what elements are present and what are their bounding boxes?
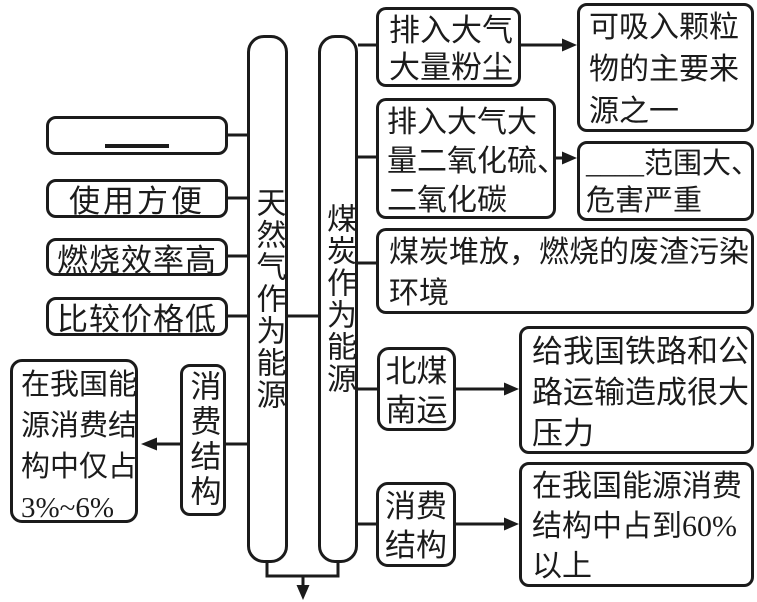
text-line: 路运输造成很大 [532, 375, 749, 410]
box-north-coal-south-transport: 北煤 南运 [377, 347, 456, 431]
box-label: 比较价格低 [57, 302, 217, 337]
text-line: 在我国能源消费 [532, 470, 742, 503]
arrow-dust-to-inhalable [520, 38, 577, 52]
arrow-consumption-to-coal-share [455, 517, 519, 531]
box-gas-advantage-blank: ____ [46, 116, 228, 155]
box-so2-co2-emission: 排入大气大 量二氧化硫、 二氧化碳 [376, 98, 567, 219]
box-gas-consumption-structure: 消费结构 [180, 364, 226, 516]
text-line: 以上 [532, 550, 592, 583]
text-line: ____范围大、 [586, 148, 757, 180]
fill-in-blank: ____ [105, 144, 169, 148]
text-line: 可吸入颗粒 [589, 11, 739, 44]
text-line: 南运 [385, 393, 448, 428]
box-inhalable-particles-source: 可吸入颗粒 物的主要来 源之一 [577, 3, 754, 132]
box-label: 使用方便 [69, 184, 205, 219]
bar-natural-gas-as-energy: 天然气作为能源 [247, 35, 288, 563]
text-line: 在我国能 [21, 369, 138, 401]
box-dust-emission: 排入大气 大量粉尘 [376, 7, 521, 87]
arrow-transport-to-pressure [455, 382, 519, 396]
text-line: 物的主要来 [589, 53, 739, 86]
arrow-to-gas-share [141, 437, 180, 451]
text-line: 北煤 [385, 354, 448, 389]
text-line: 结构中占到60% [532, 510, 737, 543]
text-line: 给我国铁路和公 [532, 334, 749, 369]
box-convenient-to-use: 使用方便 [46, 179, 228, 219]
text-line: 3%~6% [21, 492, 115, 524]
text-line: 大量粉尘 [389, 50, 513, 85]
box-coal-share-over-60-percent: 在我国能源消费 结构中占到60% 以上 [519, 462, 754, 587]
bar-label: 天然气作为能源 [251, 187, 285, 411]
text-line: 二氧化碳 [387, 184, 507, 217]
box-waste-residue-pollution: 煤炭堆放，燃烧的废渣污染 环境 [376, 228, 754, 314]
text-line: 危害严重 [586, 185, 703, 217]
box-railway-road-pressure: 给我国铁路和公 路运输造成很大 压力 [519, 326, 754, 454]
text-line: 压力 [532, 416, 594, 451]
arrow-bottom-merge [296, 576, 310, 600]
text-line: 环境 [389, 277, 449, 310]
text-line: 源消费结 [21, 410, 138, 442]
box-gas-share-3-to-6-percent: 在我国能 源消费结 构中仅占 3%~6% [10, 359, 138, 524]
bar-label: 煤炭作为能源 [322, 203, 355, 395]
arrow-so2-to-range [555, 151, 577, 165]
text-line: 量二氧化硫、 [387, 145, 567, 178]
text-line: 煤炭堆放，燃烧的废渣污染 [389, 236, 749, 269]
box-high-combustion-efficiency: 燃烧效率高 [46, 238, 228, 278]
text-line: 排入大气大 [387, 106, 537, 139]
text-line: 消费 [385, 489, 447, 524]
bar-coal-as-energy: 煤炭作为能源 [318, 35, 358, 563]
connector-stubs [225, 43, 377, 578]
text-line: 排入大气 [389, 13, 513, 48]
box-relatively-low-price: 比较价格低 [46, 297, 228, 337]
text-line: 构中仅占 [21, 451, 138, 483]
box-label: 燃烧效率高 [57, 242, 217, 278]
box-coal-consumption-structure: 消费 结构 [376, 482, 456, 567]
text-line: 结构 [385, 528, 447, 563]
box-blank-wide-range-serious-harm: ____范围大、 危害严重 [577, 141, 757, 221]
text-line: 源之一 [589, 95, 679, 128]
box-label: 消费结构 [185, 370, 221, 510]
